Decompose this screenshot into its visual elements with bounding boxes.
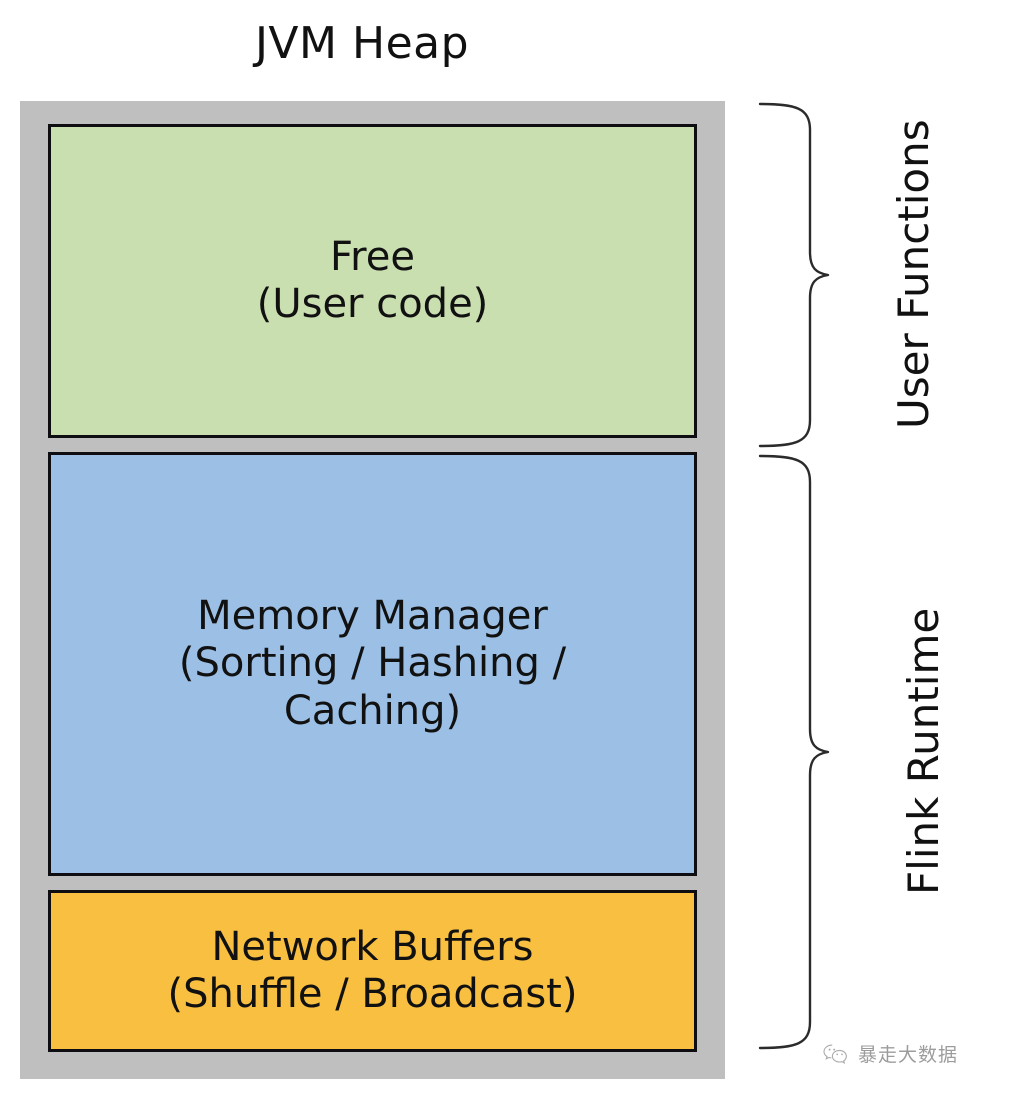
- block-memory-manager-line2: (Sorting / Hashing /: [178, 640, 567, 687]
- group-label-flink-runtime: Flink Runtime: [899, 452, 970, 1050]
- block-free-line1: Free: [330, 233, 415, 280]
- block-free-line2: (User code): [256, 281, 489, 327]
- memory-block-network-buffers: Network Buffers (Shuffle / Broadcast): [48, 890, 697, 1052]
- memory-block-memory-manager: Memory Manager (Sorting / Hashing / Cach…: [48, 452, 697, 876]
- block-network-buffers-line2: (Shuffle / Broadcast): [167, 971, 578, 1017]
- watermark-text: 暴走大数据: [858, 1044, 959, 1066]
- page-title: JVM Heap: [254, 18, 470, 69]
- memory-block-free: Free (User code): [48, 124, 697, 438]
- jvm-heap-container: Free (User code) Memory Manager (Sorting…: [20, 101, 725, 1079]
- block-memory-manager-line3: Caching): [283, 687, 462, 734]
- watermark: 暴走大数据: [822, 1040, 958, 1067]
- group-label-flink-runtime-line1: Flink Runtime: [899, 607, 948, 895]
- group-label-user-functions-line1: User: [889, 333, 938, 429]
- brace-flink-runtime: [752, 452, 832, 1052]
- block-network-buffers-line1: Network Buffers: [211, 923, 534, 970]
- brace-user-functions: [752, 100, 832, 450]
- group-label-user-functions: User Functions: [889, 100, 1000, 448]
- wechat-icon: [822, 1043, 850, 1065]
- block-memory-manager-line1: Memory Manager: [197, 593, 548, 640]
- group-label-user-functions-line2: Functions: [889, 119, 938, 320]
